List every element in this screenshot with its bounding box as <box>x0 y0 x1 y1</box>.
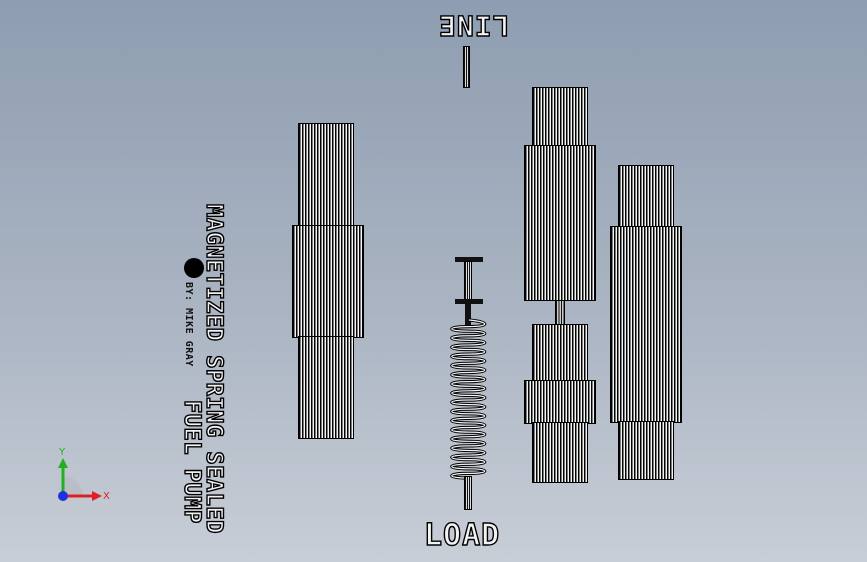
triad-y-label: Y <box>58 447 66 458</box>
middle-connector-rod[interactable] <box>555 300 565 326</box>
author-label: BY: MIKE GRAY <box>183 282 194 367</box>
bullet-dot-icon <box>184 258 204 278</box>
load-label: LOAD <box>423 517 501 553</box>
title-pump: FUEL PUMP <box>178 399 204 524</box>
title-main: MAGNETIZED SPRING SEALED <box>200 203 226 534</box>
inlet-rod[interactable] <box>463 46 470 88</box>
line-label: LINE <box>437 8 510 42</box>
triad-x-label: X <box>103 491 110 502</box>
spring-icon <box>450 318 487 480</box>
coordinate-triad-icon[interactable]: Y X <box>50 440 120 510</box>
